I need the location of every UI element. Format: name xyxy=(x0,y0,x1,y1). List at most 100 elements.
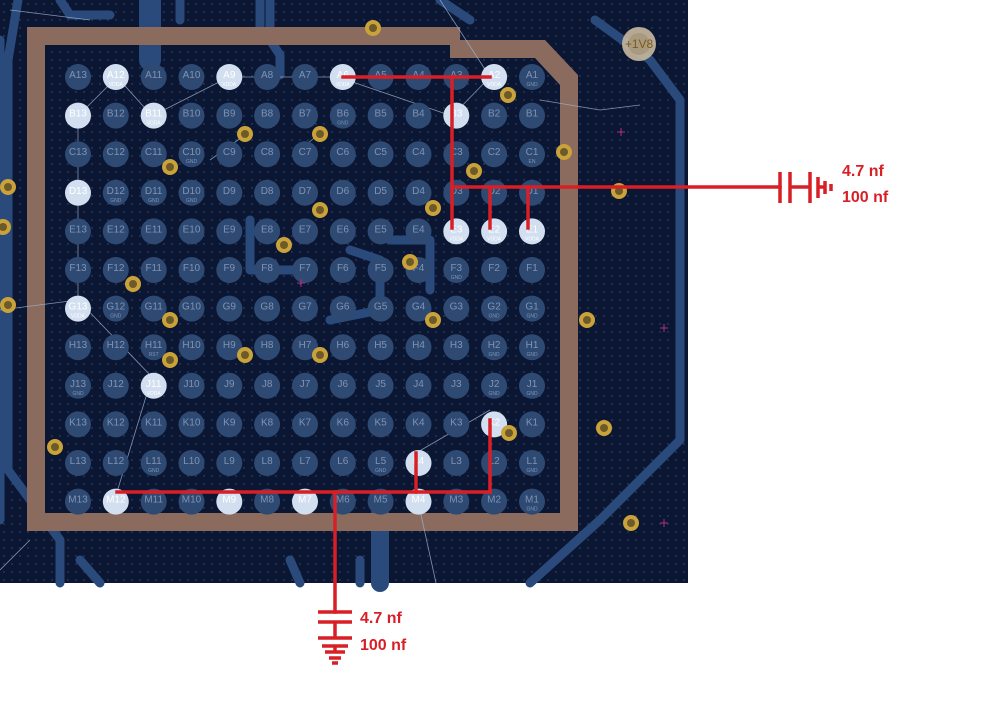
pad-label: F8 xyxy=(261,263,273,274)
pad-label: H10 xyxy=(182,340,201,351)
bottom-cap-value-1: 4.7 nf xyxy=(360,610,402,627)
pad-label: H1 xyxy=(526,340,539,351)
pad-label: M3 xyxy=(449,495,463,506)
pad-net-label: VDDA xyxy=(525,236,540,242)
bga-pad-a12 xyxy=(102,64,129,90)
bottom-cap-value-2: 100 nf xyxy=(360,637,407,654)
pad-net-label: RST xyxy=(149,352,159,358)
bga-pad-g2 xyxy=(481,295,508,322)
via-hole xyxy=(316,130,324,138)
bga-pad-l10 xyxy=(178,450,205,476)
pad-label: B7 xyxy=(299,109,312,120)
pad-label: D7 xyxy=(299,186,312,197)
bga-pad-e10 xyxy=(178,218,205,245)
bga-pad-k3 xyxy=(443,411,470,438)
via-hole xyxy=(429,316,437,324)
via-hole xyxy=(627,519,635,527)
bga-pad-b9 xyxy=(216,102,243,129)
pad-label: F12 xyxy=(107,263,125,274)
bga-pad-k12 xyxy=(102,411,129,438)
pad-label: F5 xyxy=(375,263,387,274)
pad-label: A13 xyxy=(69,70,87,81)
pad-net-label: VDDA xyxy=(71,314,86,320)
bga-pad-c13 xyxy=(65,141,91,168)
pad-label: B12 xyxy=(107,109,125,120)
bga-pad-d6 xyxy=(329,179,356,206)
via-hole xyxy=(316,351,324,359)
pad-label: C6 xyxy=(336,147,349,158)
bga-pad-l9 xyxy=(216,450,243,476)
bga-pad-k13 xyxy=(65,411,91,438)
bga-pad-g4 xyxy=(405,295,432,322)
bga-pad-m13 xyxy=(65,488,91,515)
bga-pad-k10 xyxy=(178,411,205,438)
bga-pad-m4 xyxy=(405,488,432,515)
capacitor-symbol-bottom xyxy=(318,610,352,665)
bga-pad-f13 xyxy=(65,257,91,283)
bga-pad-h3 xyxy=(443,334,470,361)
pad-label: E3 xyxy=(450,224,463,235)
bga-pad-e9 xyxy=(216,218,243,245)
bga-pad-f3 xyxy=(443,257,470,283)
bga-pad-j2 xyxy=(481,372,508,399)
pad-net-label: VDDA xyxy=(487,82,502,88)
bga-pad-g7 xyxy=(292,295,318,322)
pad-label: M8 xyxy=(260,495,274,506)
pad-label: C4 xyxy=(412,147,425,158)
bga-pad-h13 xyxy=(65,334,91,361)
pad-label: K11 xyxy=(145,417,162,428)
pad-label: A10 xyxy=(183,70,201,81)
bga-pad-l12 xyxy=(102,450,129,476)
pad-label: L11 xyxy=(146,456,162,467)
bga-pad-j13 xyxy=(65,372,91,399)
pad-label: K10 xyxy=(183,417,201,428)
pad-label: D4 xyxy=(412,186,425,197)
pad-net-label: VDDA xyxy=(147,121,162,127)
bga-pad-f6 xyxy=(329,257,356,283)
via-hole xyxy=(429,204,437,212)
pad-label: H11 xyxy=(145,340,163,351)
pad-label: E5 xyxy=(374,224,387,235)
pad-label: J2 xyxy=(489,379,500,390)
pad-label: J11 xyxy=(146,379,162,390)
pad-label: B2 xyxy=(488,109,501,120)
pad-label: J8 xyxy=(262,379,273,390)
pad-label: E1 xyxy=(526,224,539,235)
pad-label: D3 xyxy=(450,186,463,197)
bga-pad-h7 xyxy=(292,334,318,361)
pad-label: D12 xyxy=(107,186,126,197)
bga-pad-g13 xyxy=(65,295,91,322)
via-hole xyxy=(505,429,513,437)
bga-pad-j5 xyxy=(367,372,394,399)
pad-label: H8 xyxy=(261,340,274,351)
pad-label: G1 xyxy=(525,302,539,313)
pad-label: E7 xyxy=(299,224,312,235)
pad-label: C8 xyxy=(261,147,274,158)
pad-label: L12 xyxy=(107,456,124,467)
bga-pad-g12 xyxy=(102,295,129,322)
marker-crosses xyxy=(297,128,668,527)
bga-pad-g11 xyxy=(140,295,167,322)
bga-pad-b7 xyxy=(292,102,318,129)
pad-label: G5 xyxy=(374,302,388,313)
pad-net-label: GND xyxy=(375,468,387,474)
bga-pad-c6 xyxy=(329,141,356,168)
pad-label: J10 xyxy=(183,379,200,390)
pad-label: E10 xyxy=(183,224,201,235)
pad-label: G12 xyxy=(106,302,125,313)
bga-pad-j3 xyxy=(443,372,470,399)
bga-pad-a7 xyxy=(292,64,318,90)
pad-net-label: GND xyxy=(526,314,538,320)
pad-label: L5 xyxy=(375,456,387,467)
power-label: +1V8 xyxy=(625,37,654,51)
pad-label: G2 xyxy=(487,302,501,313)
via-hole xyxy=(504,91,512,99)
bga-pad-d11 xyxy=(140,179,167,206)
pad-label: J12 xyxy=(108,379,125,390)
pad-label: M1 xyxy=(525,495,539,506)
bga-pad-k5 xyxy=(367,411,394,438)
bga-pad-k2 xyxy=(481,411,508,438)
pad-label: L2 xyxy=(489,456,501,467)
pad-label: J3 xyxy=(451,379,462,390)
